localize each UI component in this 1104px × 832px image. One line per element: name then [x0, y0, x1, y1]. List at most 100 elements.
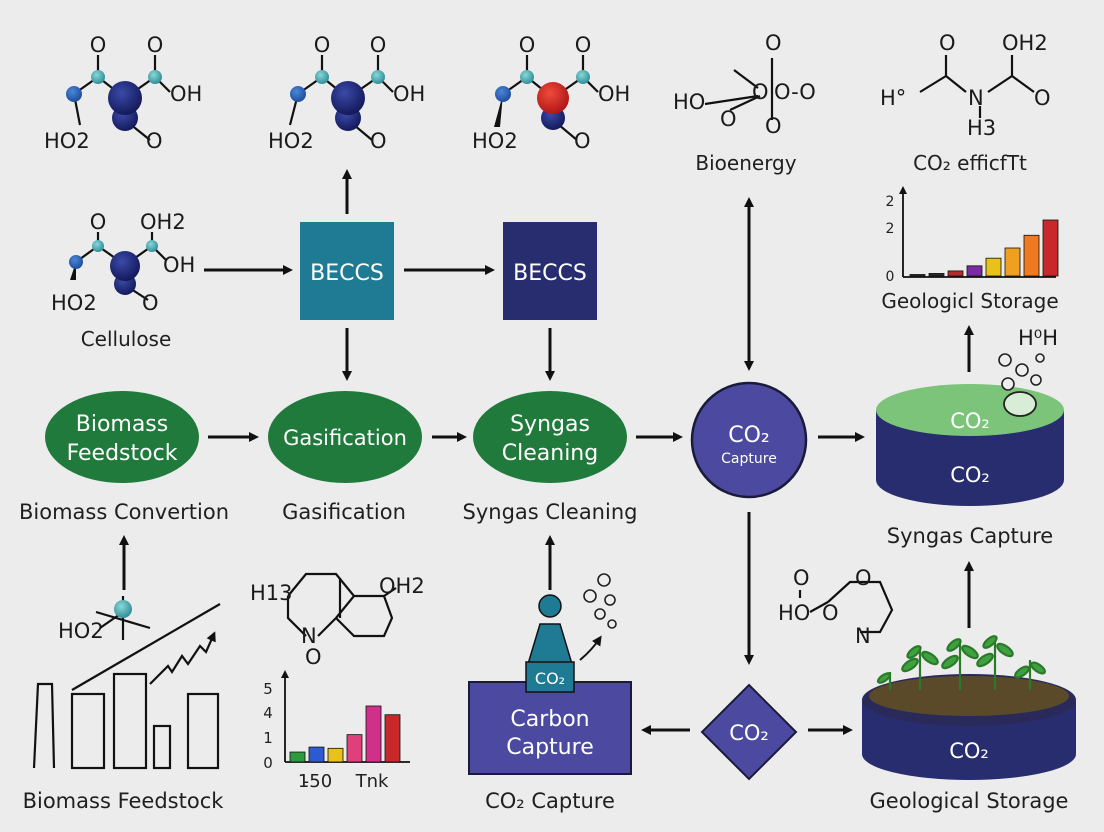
small-bar-chart: 5 4 1 0 1̵50 Tnk — [263, 670, 410, 792]
plant-icon — [876, 635, 1046, 690]
atom-label: O — [939, 31, 956, 55]
atom-label: O — [314, 33, 331, 57]
bioenergy-molecule: HO O O O-O O O Bioenergy — [673, 31, 816, 175]
atom-label: OH — [170, 82, 202, 106]
atom-label: HO2 — [44, 129, 90, 153]
node-label: Capture — [506, 735, 593, 760]
atom-label: O — [519, 33, 536, 57]
node-label: Biomass — [76, 412, 169, 437]
atom-label: H° — [880, 86, 906, 110]
bar — [384, 714, 401, 763]
atom-label: O — [575, 33, 592, 57]
atom-ball — [110, 251, 140, 281]
bar — [308, 746, 325, 763]
node-label: Capture — [721, 451, 777, 467]
y-tick-label: 1 — [263, 729, 273, 747]
atom-label: OH — [163, 253, 195, 277]
y-tick-label: 0 — [263, 754, 273, 772]
molecule-1: O O OH HO2 O — [44, 33, 202, 153]
atom-label: O — [146, 129, 163, 153]
y-tick-label: 5 — [263, 680, 273, 698]
co2-tag: CO₂ — [535, 669, 565, 688]
atom-label: OH2 — [379, 574, 425, 598]
bar — [909, 274, 926, 277]
atom-label: N — [855, 624, 871, 648]
co2-capture-node: CO₂ Capture — [690, 381, 808, 499]
atom-ball — [66, 86, 82, 102]
atom-ball — [576, 70, 590, 84]
atom-label: N — [968, 86, 984, 110]
atom-label: O — [822, 601, 839, 625]
bar-series — [289, 705, 401, 763]
y-tick-label: 0 — [886, 269, 895, 285]
atom-label: HO2 — [58, 619, 104, 643]
atom-ball — [148, 70, 162, 84]
atom-ball — [520, 70, 534, 84]
atom-label: HO2 — [51, 291, 97, 315]
atom-ball — [495, 86, 511, 102]
co2-effect-molecule: H° O N OH2 O H3 CO₂ efficfTt — [880, 31, 1051, 175]
cellulose-molecule: O OH2 OH HO2 O Cellulose — [51, 210, 195, 351]
geological-storage-label: Geological Storage — [870, 789, 1069, 813]
beccs-label: BECCS — [513, 261, 587, 286]
atom-label: O — [793, 566, 810, 590]
bar — [1004, 247, 1021, 277]
atom-label: H13 — [250, 581, 293, 605]
atom-ball — [371, 70, 385, 84]
atom-label: O — [855, 566, 872, 590]
node-label: CO₂ — [729, 721, 769, 745]
atom-ball — [331, 81, 365, 115]
atom-label: H⁰H — [1018, 326, 1058, 350]
bar — [365, 705, 382, 763]
biomass-feedstock-label: Biomass Feedstock — [23, 789, 225, 813]
beccs-label: BECCS — [310, 261, 384, 286]
atom-label: O — [1034, 86, 1051, 110]
x-tick-label: 1̵50 — [298, 771, 332, 792]
y-tick-label: 2 — [886, 194, 895, 210]
atom-label: O — [147, 33, 164, 57]
beccs-box-1: BECCS — [300, 222, 394, 320]
atom-label: OH2 — [140, 210, 186, 234]
atom-label: O — [305, 645, 322, 669]
gasification-node: Gasification — [268, 391, 422, 483]
y-tick-label: 4 — [263, 704, 273, 722]
cylinder-label: CO₂ — [950, 409, 990, 433]
bar-series — [909, 219, 1059, 277]
biomass-feedstock-sketch — [32, 603, 221, 770]
node-label: Feedstock — [67, 441, 178, 466]
atom-ball — [315, 70, 329, 84]
bar — [289, 751, 306, 763]
ho2-small-molecule: HO2 — [58, 596, 151, 643]
geologic-storage-label: Geologicl Storage — [881, 289, 1058, 313]
carbon-capture-unit: Carbon Capture CO₂ — [468, 573, 632, 775]
atom-ball — [108, 81, 142, 115]
atom-ball — [69, 255, 83, 269]
bar — [928, 273, 945, 277]
syngas-cleaning-label: Syngas Cleaning — [463, 500, 638, 524]
atom-label: O — [90, 210, 107, 234]
atom-label: OH — [393, 82, 425, 106]
gas-bubbles-icon — [998, 353, 1045, 417]
bioenergy-label: Bioenergy — [695, 151, 796, 175]
atom-label: O — [765, 31, 782, 55]
co2-capture-label: CO₂ Capture — [485, 789, 615, 813]
node-label: Cleaning — [502, 441, 598, 466]
atom-ball — [290, 86, 306, 102]
atom-label: N — [301, 624, 317, 648]
biomass-feedstock-node: Biomass Feedstock — [45, 391, 199, 483]
molecule-2: O O OH HO2 O — [268, 33, 425, 153]
beccs-box-2: BECCS — [503, 222, 597, 320]
atom-label: O — [720, 107, 737, 131]
biomass-convertion-label: Biomass Convertion — [19, 500, 229, 524]
atom-label: O — [370, 129, 387, 153]
node-label: Carbon — [510, 707, 589, 732]
bar — [1023, 234, 1040, 277]
geological-storage-cylinder: CO₂ — [862, 635, 1076, 780]
atom-label: H3 — [967, 116, 996, 140]
flow-arrows — [119, 169, 974, 735]
node-label: Syngas — [510, 412, 590, 437]
atom-label: OH — [598, 82, 630, 106]
molecule-3: O O OH HO2 O — [472, 33, 630, 153]
atom-label: OH2 — [1002, 31, 1048, 55]
atom-label: O — [370, 33, 387, 57]
